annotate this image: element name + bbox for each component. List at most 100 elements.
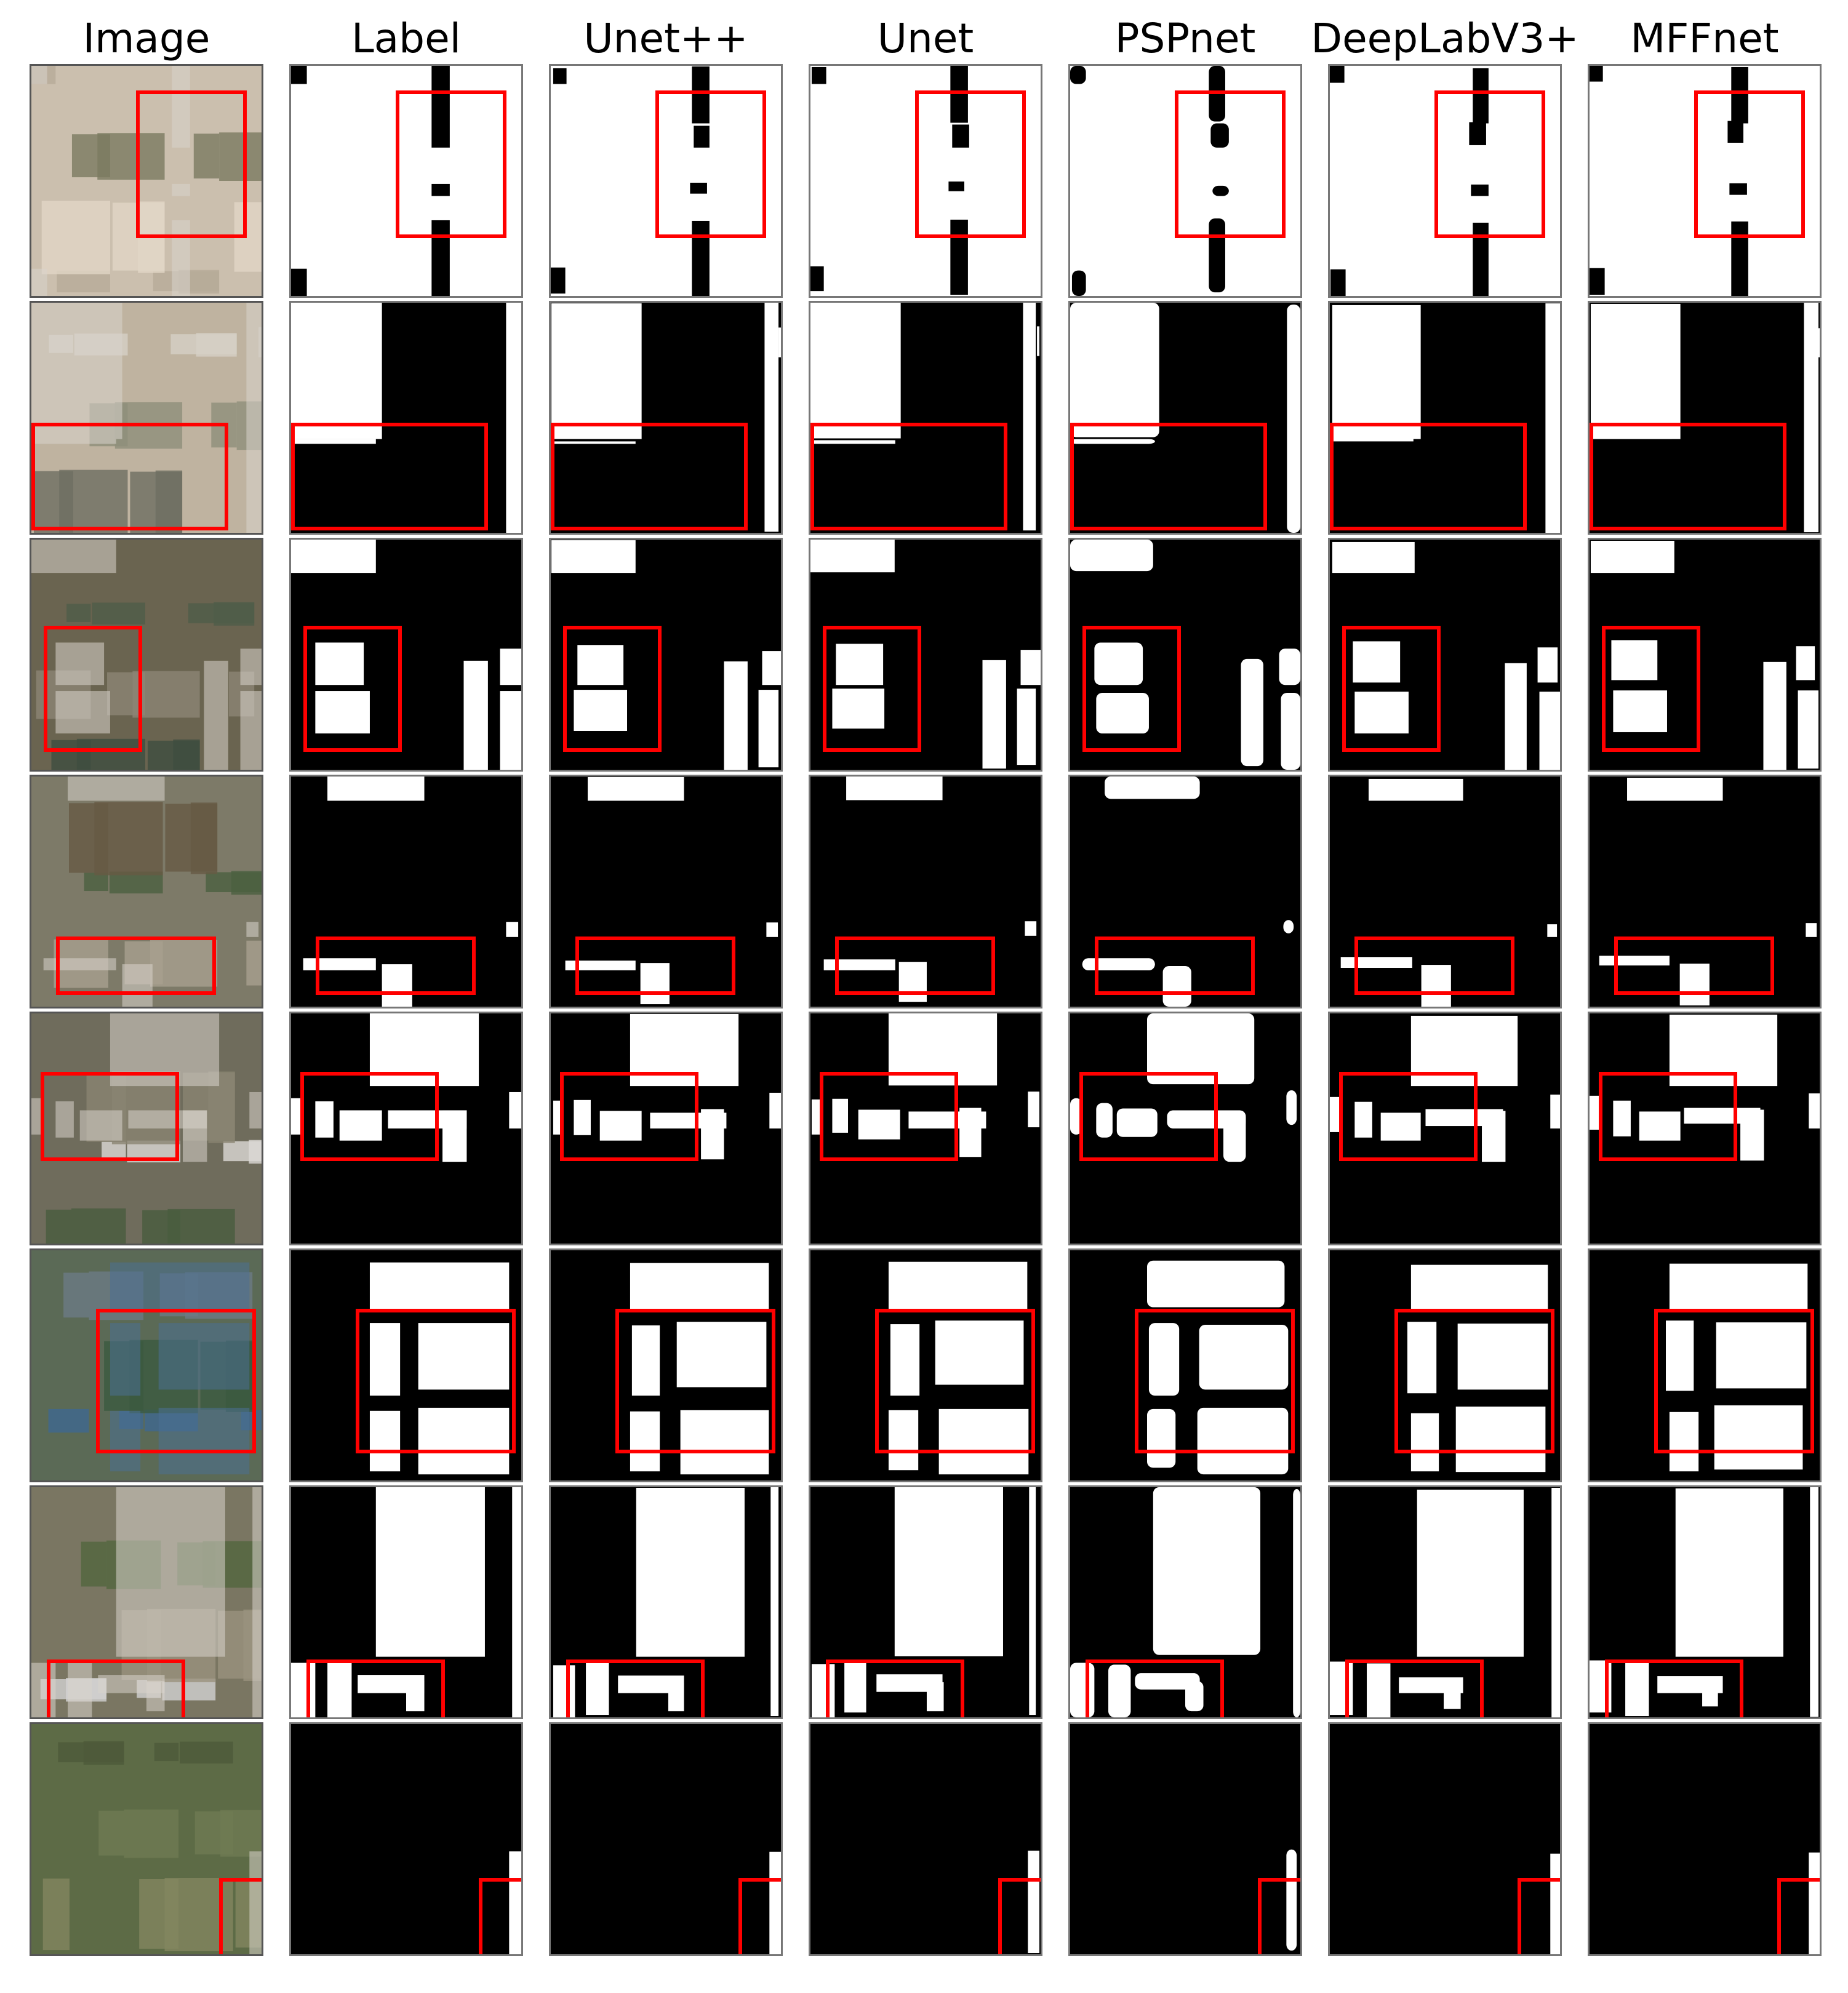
mask-region <box>1716 1322 1807 1389</box>
highlight-box <box>915 90 1026 238</box>
mask-background <box>1590 66 1820 296</box>
mask-region <box>1070 66 1086 84</box>
mask-region <box>369 1410 401 1472</box>
highlight-box <box>47 1660 185 1717</box>
mask-region <box>844 1660 866 1713</box>
mask-region <box>1330 1096 1341 1132</box>
mask-region <box>858 1109 900 1140</box>
mask-region <box>1590 1095 1599 1130</box>
highlight-box <box>1777 1878 1820 1954</box>
mask-region <box>832 689 885 729</box>
mask-region <box>636 1487 745 1657</box>
mask-region <box>1613 690 1667 732</box>
pspnet-mask-row-1 <box>1068 64 1302 298</box>
mask-region <box>1727 121 1743 143</box>
mask-region <box>810 540 895 573</box>
mask-region <box>1223 1112 1246 1162</box>
unetpp-mask-row-2 <box>549 301 783 535</box>
mask-region <box>1096 693 1149 733</box>
mffnet-mask-row-7 <box>1588 1485 1822 1719</box>
mffnet-mask-row-8 <box>1588 1722 1822 1956</box>
highlight-box <box>1354 937 1514 995</box>
mask-region <box>1729 183 1747 195</box>
label-mask-row-1 <box>289 64 523 298</box>
mask-region <box>823 959 895 970</box>
mask-region <box>630 1411 660 1472</box>
mask-region <box>1340 957 1412 969</box>
unet-mask-row-2 <box>809 301 1042 535</box>
mask-region <box>551 303 642 439</box>
column-header-pspnet: PSPnet <box>1114 15 1256 62</box>
highlight-box <box>1082 626 1181 752</box>
label-mask-row-4 <box>289 775 523 1008</box>
mask-region <box>694 126 710 148</box>
highlight-box <box>826 1660 964 1717</box>
label-mask-row-8 <box>289 1722 523 1956</box>
mask-region <box>1380 1112 1421 1141</box>
mask-region <box>1185 1680 1204 1712</box>
highlight-box <box>1345 1660 1484 1717</box>
mask-region <box>758 690 779 768</box>
unetpp-mask-row-7 <box>549 1485 783 1719</box>
mask-region <box>1482 1111 1506 1162</box>
mask-region <box>935 1320 1024 1385</box>
mask-region <box>1457 1324 1548 1390</box>
column-header-unet: Unet <box>877 15 974 62</box>
mask-region <box>1037 326 1040 356</box>
mask-region <box>369 1262 510 1311</box>
mask-region <box>810 303 901 439</box>
mask-region <box>898 962 927 1002</box>
mask-region <box>327 1663 352 1717</box>
mask-region <box>692 220 710 296</box>
mask-region <box>382 964 412 1007</box>
highlight-box <box>835 937 995 995</box>
mask-region <box>369 1323 401 1396</box>
mask-region <box>551 267 566 294</box>
mask-region <box>640 963 670 1005</box>
mask-region <box>1295 325 1298 354</box>
mask-region <box>692 66 710 124</box>
mask-region <box>1281 693 1300 770</box>
mffnet-mask-row-3 <box>1588 538 1822 772</box>
highlight-box <box>998 1878 1041 1954</box>
column-header-mffnet: MFFnet <box>1630 15 1779 62</box>
mask-region <box>1669 1263 1808 1311</box>
mask-region <box>1611 640 1658 681</box>
mask-region <box>888 1261 1028 1310</box>
mask-region <box>1332 541 1415 573</box>
mask-region <box>291 439 376 444</box>
highlight-box <box>738 1878 781 1954</box>
mask-region <box>1070 1098 1082 1135</box>
highlight-box <box>1614 937 1774 995</box>
mffnet-mask-row-1 <box>1588 64 1822 298</box>
mask-region <box>1330 269 1346 296</box>
mask-region <box>1613 1100 1631 1136</box>
mask-region <box>553 68 567 84</box>
mask-region <box>431 123 450 148</box>
mask-region <box>500 691 521 770</box>
mask-region <box>431 183 450 196</box>
mask-region <box>375 1487 485 1657</box>
mask-region <box>1798 690 1819 769</box>
mask-region <box>553 1665 575 1717</box>
mask-region <box>1796 646 1815 681</box>
highlight-box <box>1605 1660 1743 1717</box>
aerial-image-row-3 <box>30 538 263 772</box>
mask-region <box>1455 1406 1546 1472</box>
mask-region <box>948 181 964 191</box>
aerial-image-row-6 <box>30 1248 263 1482</box>
mask-region <box>315 1101 334 1138</box>
mffnet-mask-row-4 <box>1588 775 1822 1008</box>
mask-region <box>1545 303 1560 533</box>
mask-region <box>1153 1487 1261 1655</box>
mask-region <box>1410 1413 1439 1472</box>
highlight-box <box>1654 1309 1814 1453</box>
mask-region <box>565 961 636 970</box>
highlight-box <box>1394 1309 1554 1453</box>
mask-region <box>1806 923 1817 937</box>
mask-region <box>810 266 824 292</box>
mask-region <box>959 1108 982 1157</box>
mask-region <box>926 1682 944 1712</box>
mask-region <box>512 1487 521 1717</box>
mask-region <box>574 1100 591 1135</box>
